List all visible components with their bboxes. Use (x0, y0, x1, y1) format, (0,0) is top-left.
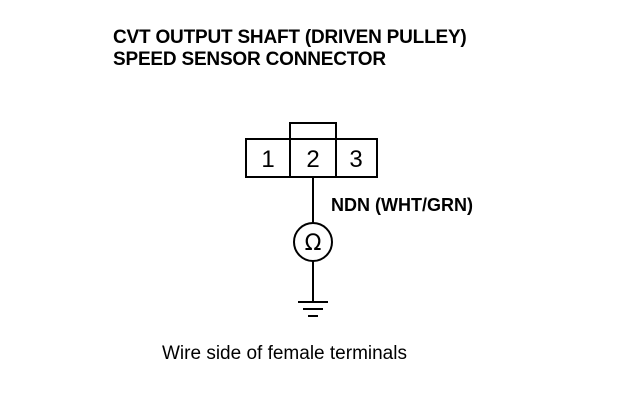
ohm-symbol: Ω (305, 231, 322, 256)
wire-color-label: NDN (WHT/GRN) (331, 195, 473, 215)
diagram-title: CVT OUTPUT SHAFT (DRIVEN PULLEY) SPEED S… (113, 27, 467, 71)
pin-2-label: 2 (306, 146, 319, 173)
ground-icon (298, 301, 328, 317)
connector-lock-tab (289, 122, 337, 139)
title-line-2: SPEED SENSOR CONNECTOR (113, 49, 386, 70)
ohmmeter-icon: Ω (293, 222, 333, 262)
connector (245, 122, 378, 178)
pin-1-label: 1 (261, 146, 274, 173)
title-line-1: CVT OUTPUT SHAFT (DRIVEN PULLEY) (113, 27, 467, 48)
connector-housing (245, 138, 378, 178)
diagram-caption: Wire side of female terminals (162, 343, 407, 364)
pin-3-label: 3 (349, 146, 362, 173)
